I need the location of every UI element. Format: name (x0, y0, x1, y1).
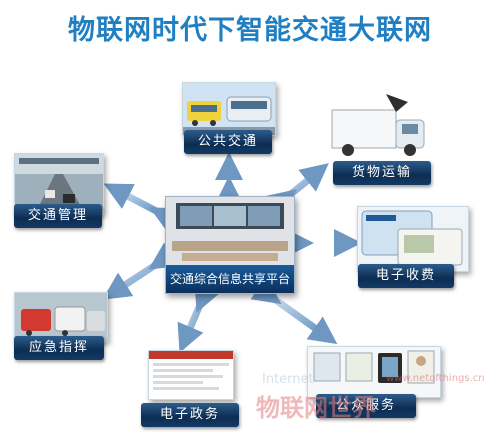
node-label-public-transit: 公共交通 (184, 130, 272, 154)
arrow-e-government (177, 281, 221, 353)
watermark-url: www.netofthings.cn (386, 373, 485, 384)
bus-train-image (183, 83, 275, 135)
control-room-image (166, 197, 294, 265)
public-service-icons-image (308, 347, 440, 397)
node-label-emergency: 应急指挥 (14, 336, 104, 360)
node-label-freight: 货物运输 (333, 161, 431, 185)
emergency-card (14, 292, 108, 342)
public-transit-card (182, 82, 276, 136)
e-toll-card (357, 206, 469, 272)
hub-label: 交通综合信息共享平台 (166, 265, 294, 293)
node-label-e-government: 电子政务 (141, 403, 239, 427)
arrow-freight (266, 163, 329, 218)
emergency-vehicles-image (15, 293, 107, 341)
truck-image (331, 94, 425, 156)
e-government-card (148, 350, 234, 400)
node-label-public-service: 公众服务 (316, 394, 416, 418)
hub-platform: 交通综合信息共享平台 (165, 196, 295, 294)
watermark-cn: 物联网世界 (256, 394, 376, 422)
government-webpage-image (149, 351, 233, 399)
arrow-public-service (250, 276, 338, 345)
diagram-title: 物联网时代下智能交通大联网 (68, 15, 432, 46)
arrow-emergency (102, 242, 180, 300)
arrow-traffic-management (103, 183, 181, 233)
toll-card-image (358, 207, 468, 271)
watermark-latin: Internet (262, 372, 314, 387)
node-label-e-toll: 电子收费 (358, 264, 454, 288)
freight-card (326, 92, 446, 158)
node-label-traffic-management: 交通管理 (14, 204, 102, 228)
